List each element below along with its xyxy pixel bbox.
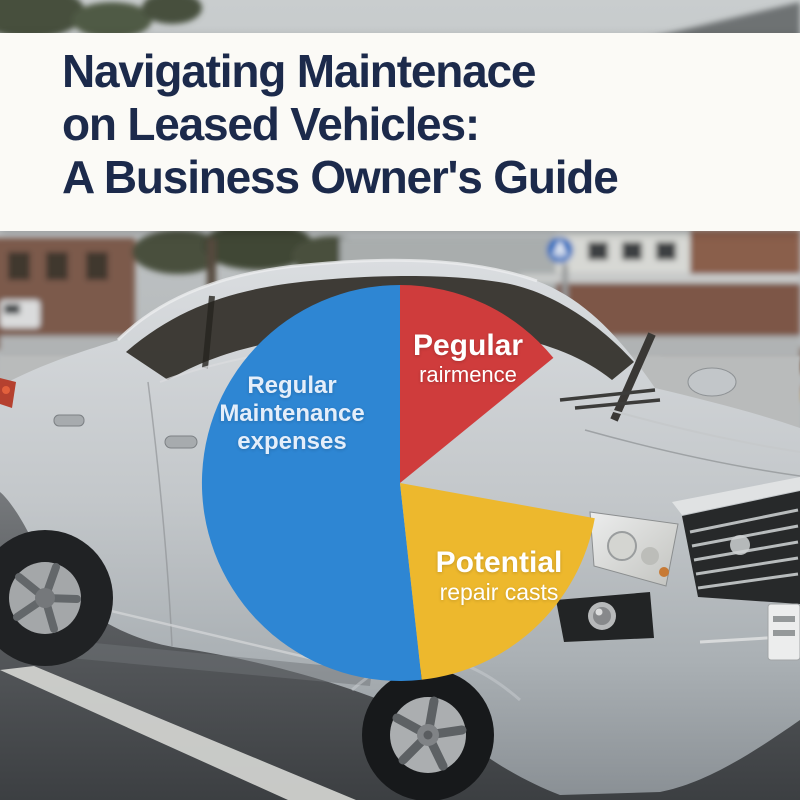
roofline <box>640 2 800 40</box>
door-handle-rear <box>53 414 85 427</box>
pie-slice-pegular-rairmence <box>400 285 554 483</box>
title-line-3: A Business Owner's Guide <box>62 151 619 203</box>
pie-slice-regular-maintenance <box>201 285 422 682</box>
a-pillar <box>610 332 656 422</box>
lane-stripe <box>0 666 356 800</box>
title-line-1: Navigating Maintenace <box>62 45 536 97</box>
wipers <box>559 388 661 410</box>
grille-emblem <box>730 535 750 555</box>
title-line-2: on Leased Vehicles: <box>62 98 480 150</box>
title-banner: Navigating Maintenace on Leased Vehicles… <box>0 33 800 231</box>
page-title: Navigating Maintenace on Leased Vehicles… <box>62 45 619 204</box>
side-mirror <box>687 367 737 397</box>
rear-wheel <box>0 530 113 666</box>
door-handle-front <box>164 435 198 449</box>
b-pillar <box>202 295 215 369</box>
pie-slice-potential-repair <box>400 483 595 680</box>
